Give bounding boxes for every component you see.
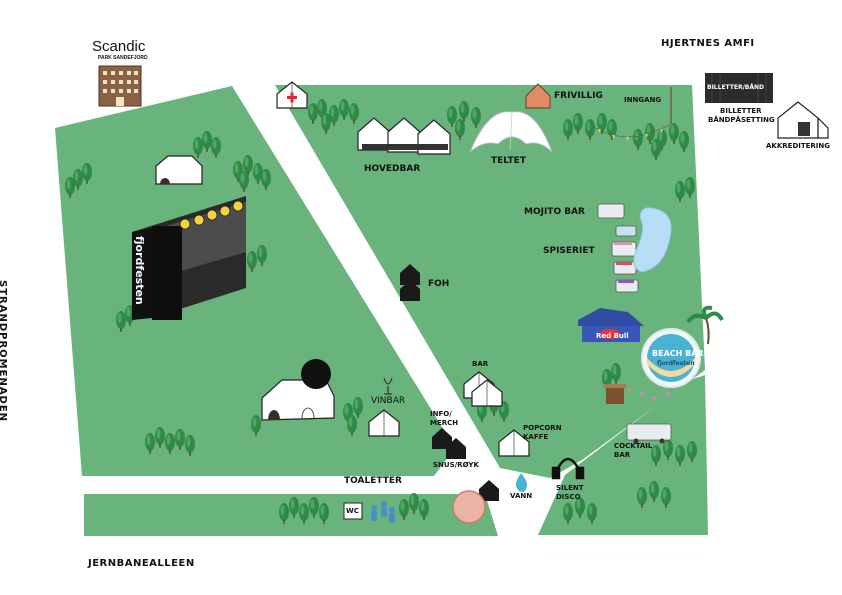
label-teltet: TELTET — [491, 156, 526, 166]
wine-glass-icon — [383, 377, 393, 395]
label-spiseriet: SPISERIET — [543, 246, 595, 256]
label-cocktail-bar: COCKTAIL BAR — [614, 442, 653, 459]
ticket-container-icon — [705, 73, 773, 103]
label-hovedbar: HOVEDBAR — [364, 164, 421, 174]
label-silent-disco: SILENT DISCO — [556, 484, 584, 501]
label-vann: VANN — [510, 492, 533, 500]
hovedbar-tents-icon — [357, 117, 451, 155]
cocktail-bar-truck-icon — [626, 423, 672, 444]
hotel-name: Scandic — [92, 38, 146, 55]
label-bandpasetting: BÅNDPÅSETTING — [708, 116, 775, 124]
main-stage-icon — [132, 196, 246, 320]
premium-tent-icon — [261, 359, 335, 421]
label-info-merch: INFO/ MERCH — [430, 410, 459, 427]
hotel-building-icon — [98, 65, 142, 107]
frivillig-tent-icon — [525, 83, 551, 109]
road-strandpromenaden: STRANDPROMENADEN — [0, 280, 8, 423]
label-akkreditering: AKKREDITERING — [766, 142, 831, 150]
label-inngang: INNGANG — [624, 96, 662, 104]
label-beach-sub: fjordfesten — [657, 360, 695, 367]
tiki-bar-icon — [604, 384, 626, 404]
label-mojito-bar: MOJITO BAR — [524, 207, 585, 217]
label-frivillig: FRIVILLIG — [554, 91, 603, 101]
food-stand-badge-icon — [452, 490, 486, 524]
road-hjertnes-amfi: HJERTNES AMFI — [661, 38, 755, 49]
people-icon — [371, 501, 395, 523]
headphones-icon — [551, 457, 585, 480]
first-aid-tent-icon — [276, 81, 308, 109]
accreditation-tent-icon — [777, 101, 829, 139]
water-drop-icon — [515, 473, 528, 492]
bunting-beach — [628, 388, 670, 401]
label-bar: BAR — [472, 360, 489, 368]
label-vinbar: VINBAR — [371, 396, 406, 406]
label-billetter: BILLETTER — [720, 107, 762, 115]
hotel-subtitle: PARK SANDEFJORD — [98, 55, 148, 61]
label-beach-bar: BEACH BAR — [652, 349, 704, 358]
label-wc: WC — [346, 507, 359, 515]
beach-bar-badge-icon — [641, 328, 701, 388]
ticket-container-sign: BILLETTER/BÅND — [707, 84, 765, 91]
label-toaletter: TOALETTER — [344, 476, 402, 486]
label-foh: FOH — [428, 279, 450, 289]
palm-tree-icon — [686, 305, 724, 345]
teltet-dome-icon — [469, 111, 553, 153]
stage-banner-text: fjordfesten — [133, 236, 146, 305]
label-popcorn-kaffe: POPCORN KAFFE — [523, 424, 562, 441]
label-snus-royk: SNUS/RØYK — [433, 461, 479, 469]
road-jernbanealleen: JERNBANEALLEEN — [88, 558, 195, 569]
grass-west — [55, 86, 455, 476]
label-redbull: Red Bull — [596, 332, 629, 340]
redbull-tent-icon — [578, 308, 644, 342]
wc-sign-icon — [343, 502, 363, 520]
lake — [633, 207, 672, 273]
grass-east — [275, 85, 705, 478]
food-trucks-icon — [597, 203, 639, 293]
grass-south-strip — [84, 494, 498, 536]
bunting — [591, 124, 671, 141]
storage-tent-icon — [155, 155, 203, 185]
